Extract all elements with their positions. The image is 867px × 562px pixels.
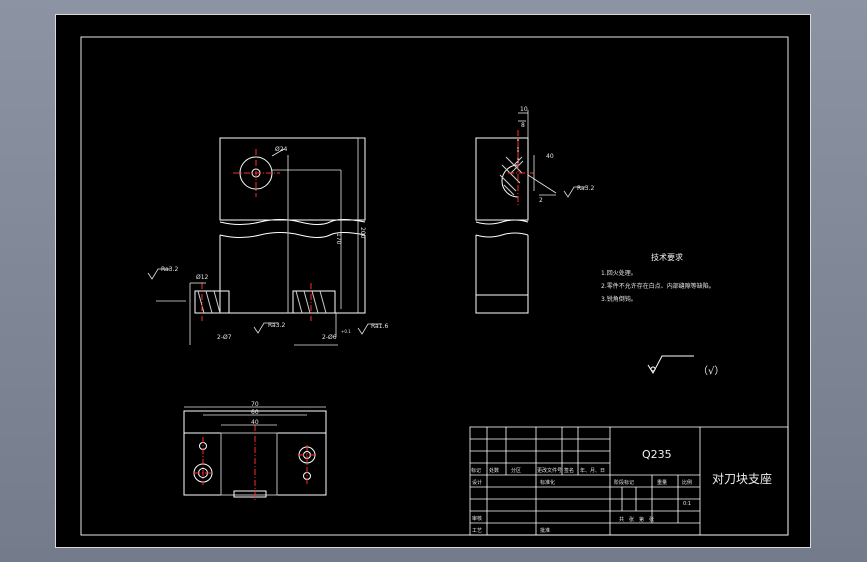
break-line-lower [219, 232, 366, 238]
tb-header-1: 处数 [489, 467, 499, 474]
dim-slot-width: Ø12 [196, 274, 209, 281]
dim-bottom-mid: 60 [251, 409, 259, 416]
tb-header-5: 年、月、日 [580, 467, 605, 474]
tb-header-4: 签名 [564, 467, 574, 474]
front-view [194, 137, 366, 314]
front-ra-mid: Ra3.2 [268, 322, 285, 329]
front-view-hatch [197, 290, 327, 314]
roughness-other: （√） [698, 365, 724, 377]
tb-scale-value: 0:1 [683, 501, 691, 507]
front-view-upper [219, 137, 366, 221]
roughness-symbol-left [147, 268, 170, 280]
tb-header-2: 分区 [511, 467, 521, 474]
dim-bottom-total: 70 [251, 401, 259, 408]
tb-weight-label: 重量 [657, 479, 667, 486]
title-block [469, 426, 789, 536]
tb-standardize: 标准化 [540, 479, 555, 486]
dim-side-r: 40 [546, 153, 554, 160]
dim-height-inner: 170 [335, 233, 342, 245]
front-ra-left: Ra3.2 [161, 266, 178, 273]
tb-header-0: 标记 [471, 467, 481, 474]
dim-hole-dia: Ø24 [275, 146, 288, 153]
side-view-center-lines [508, 130, 534, 205]
tech-requirement-1: 1.回火处理。 [601, 269, 637, 277]
side-ra: Ra3.2 [577, 185, 594, 192]
dim-bottom-inner: 40 [251, 419, 259, 426]
tb-row-process: 工艺 [472, 528, 482, 534]
dim-hole-pattern-right: 2-Ø6 [322, 334, 337, 341]
tech-requirement-2: 2.零件不允许存在白点、内部缝隙等缺陷。 [601, 282, 715, 290]
side-view-hatch [499, 156, 523, 196]
dim-hole-pattern-left: 2-Ø7 [217, 334, 232, 341]
side-view-upper [475, 137, 529, 221]
roughness-other-circle [650, 366, 656, 372]
front-view-dim-lines [156, 137, 365, 346]
front-ra-right: Ra1.6 [371, 323, 388, 330]
side-view [475, 137, 529, 314]
tb-stage-label: 阶段标记 [614, 479, 634, 486]
top-view-dim-lines [184, 406, 326, 426]
tech-requirements-title: 技术要求 [651, 252, 683, 262]
front-view-foot-right [292, 290, 336, 314]
tb-sheets: 共 张 第 张 [619, 516, 654, 523]
dim-top-w: 10 [520, 106, 528, 113]
roughness-symbol-side [563, 186, 586, 198]
inner-frame [80, 36, 789, 536]
dim-height-total: 200 [359, 227, 366, 239]
drawing-sheet: Ø24 200 170 Ø12 2-Ø7 2-Ø6 +0.1 Ra3.2 Ra3… [55, 14, 811, 548]
break-line-upper [219, 219, 366, 225]
front-view-foot-left [194, 290, 230, 314]
side-break-lower [475, 232, 529, 238]
side-view-lower [475, 235, 529, 314]
material: Q235 [642, 448, 672, 461]
dim-small: 2 [539, 197, 543, 204]
side-break-upper [475, 219, 529, 225]
tb-scale-label: 比例 [682, 479, 692, 486]
side-view-dim-lines [518, 110, 557, 196]
part-name: 对刀块支座 [712, 471, 772, 486]
front-view-center-lines [201, 149, 312, 321]
title-block-outline [469, 426, 789, 536]
tech-requirement-3: 3.锐角倒钝。 [601, 295, 637, 303]
tb-approve: 批准 [540, 527, 550, 534]
tb-header-3: 更改文件号 [537, 467, 562, 474]
roughness-symbol-right [357, 323, 382, 335]
top-view-tab [233, 490, 267, 498]
cad-drawing: Ø24 200 170 Ø12 2-Ø7 2-Ø6 +0.1 Ra3.2 Ra3… [80, 36, 789, 536]
dim-fit-tol: +0.1 [341, 329, 351, 334]
dim-top-w2: 8 [521, 122, 525, 129]
tb-row-review: 审核 [472, 515, 482, 522]
top-view-center-lines [194, 425, 316, 500]
roughness-symbol-mid [253, 322, 278, 334]
top-view-slot [220, 432, 278, 496]
tb-row-design: 设计 [472, 479, 482, 486]
